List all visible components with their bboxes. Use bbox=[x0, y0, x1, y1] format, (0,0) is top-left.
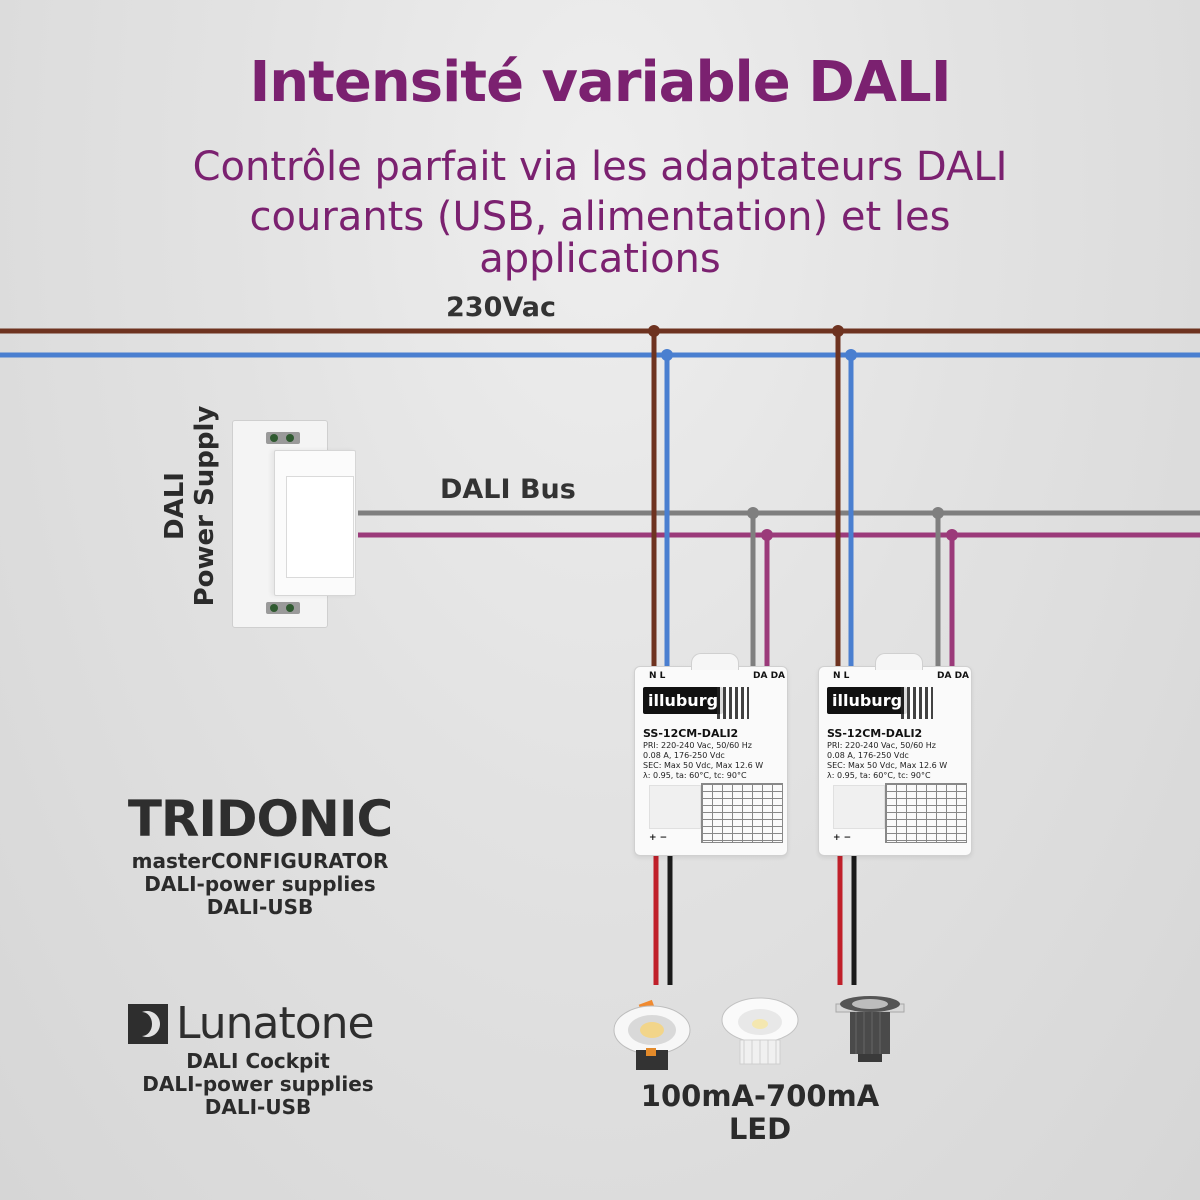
dali-bus-label: DALI Bus bbox=[440, 474, 576, 505]
lunatone-line-3: DALI-USB bbox=[204, 1095, 312, 1119]
qr-code-icon bbox=[717, 687, 749, 719]
lunatone-description: DALI Cockpit DALI-power supplies DALI-US… bbox=[98, 1050, 418, 1119]
lunatone-line-1: DALI Cockpit bbox=[186, 1049, 330, 1073]
page-subtitle: Contrôle parfait via les adaptateurs DAL… bbox=[100, 142, 1100, 284]
psu-terminal-bottom bbox=[266, 602, 300, 614]
led-type: LED bbox=[728, 1112, 792, 1146]
tridonic-logo: TRIDONIC bbox=[127, 790, 393, 848]
driver-input-terminals: N L bbox=[649, 671, 666, 681]
mains-label: 230Vac bbox=[446, 292, 557, 323]
led-driver-2: N L DA DA illuburg SS-12CM-DALI2 PRI: 22… bbox=[818, 653, 972, 856]
driver-1-dali-junction-2 bbox=[761, 529, 773, 541]
driver-spec-line-2: 0.08 A, 176-250 Vdc bbox=[643, 751, 725, 760]
driver-2-dali-junction-1 bbox=[932, 507, 944, 519]
driver-spec-line-3: SEC: Max 50 Vdc, Max 12.6 W bbox=[643, 761, 764, 770]
driver-brand-logo: illuburg bbox=[827, 687, 908, 714]
led-current-label: 100mA-700mA LED bbox=[600, 1080, 920, 1146]
tridonic-line-3: DALI-USB bbox=[206, 895, 314, 919]
subtitle-line-3: applications bbox=[479, 236, 721, 282]
driver-label-sticker bbox=[833, 785, 885, 829]
led-current-range: 100mA-700mA bbox=[640, 1079, 880, 1113]
qr-code-icon bbox=[901, 687, 933, 719]
tridonic-line-2: DALI-power supplies bbox=[144, 872, 376, 896]
tridonic-line-1: masterCONFIGURATOR bbox=[131, 849, 389, 873]
driver-dali-terminals: DA DA bbox=[937, 671, 970, 681]
driver-1-neutral-junction bbox=[661, 349, 673, 361]
driver-mounting-tab bbox=[875, 653, 923, 670]
power-supply-label-line-1: DALI bbox=[160, 472, 190, 540]
driver-2-dali-junction-2 bbox=[946, 529, 958, 541]
driver-spec-line-4: λ: 0.95, ta: 60°C, tc: 90°C bbox=[827, 771, 931, 780]
driver-brand-logo: illuburg bbox=[643, 687, 724, 714]
driver-spec-line-4: λ: 0.95, ta: 60°C, tc: 90°C bbox=[643, 771, 747, 780]
driver-model: SS-12CM-DALI2 bbox=[643, 727, 739, 740]
lunatone-wordmark: Lunatone bbox=[176, 998, 375, 1049]
driver-spec-line-1: PRI: 220-240 Vac, 50/60 Hz bbox=[643, 741, 752, 750]
driver-spec-line-1: PRI: 220-240 Vac, 50/60 Hz bbox=[827, 741, 936, 750]
driver-output-terminals: + − bbox=[833, 833, 852, 843]
driver-output-terminals: + − bbox=[649, 833, 668, 843]
page-title: Intensité variable DALI bbox=[249, 50, 951, 115]
driver-input-terminals: N L bbox=[833, 671, 850, 681]
led-downlight-2-icon bbox=[721, 997, 799, 1065]
led-downlight-3-icon bbox=[835, 996, 905, 1062]
led-downlight-1-icon bbox=[613, 999, 691, 1070]
lunatone-moon-icon bbox=[128, 1003, 168, 1044]
output-setting-table bbox=[885, 783, 967, 843]
lunatone-logo: Lunatone bbox=[128, 998, 398, 1049]
driver-label-sticker bbox=[649, 785, 701, 829]
subtitle-line-1: Contrôle parfait via les adaptateurs DAL… bbox=[192, 144, 1008, 190]
psu-terminal-top bbox=[266, 432, 300, 444]
subtitle-line-2: courants (USB, alimentation) et les bbox=[249, 194, 951, 240]
lunatone-line-2: DALI-power supplies bbox=[142, 1072, 374, 1096]
psu-cover bbox=[286, 476, 354, 578]
driver-model: SS-12CM-DALI2 bbox=[827, 727, 923, 740]
driver-mounting-tab bbox=[691, 653, 739, 670]
driver-spec-line-3: SEC: Max 50 Vdc, Max 12.6 W bbox=[827, 761, 948, 770]
dali-power-supply-unit bbox=[228, 420, 360, 628]
tridonic-description: masterCONFIGURATOR DALI-power supplies D… bbox=[100, 850, 420, 919]
driver-1-live-junction bbox=[648, 325, 660, 337]
led-driver-1: N L DA DA illuburg SS-12CM-DALI2 PRI: 22… bbox=[634, 653, 788, 856]
driver-2-neutral-junction bbox=[845, 349, 857, 361]
driver-dali-terminals: DA DA bbox=[753, 671, 786, 681]
output-setting-table bbox=[701, 783, 783, 843]
power-supply-label-line-2: Power Supply bbox=[190, 405, 220, 607]
driver-1-dali-junction-1 bbox=[747, 507, 759, 519]
driver-2-live-junction bbox=[832, 325, 844, 337]
driver-spec-line-2: 0.08 A, 176-250 Vdc bbox=[827, 751, 909, 760]
